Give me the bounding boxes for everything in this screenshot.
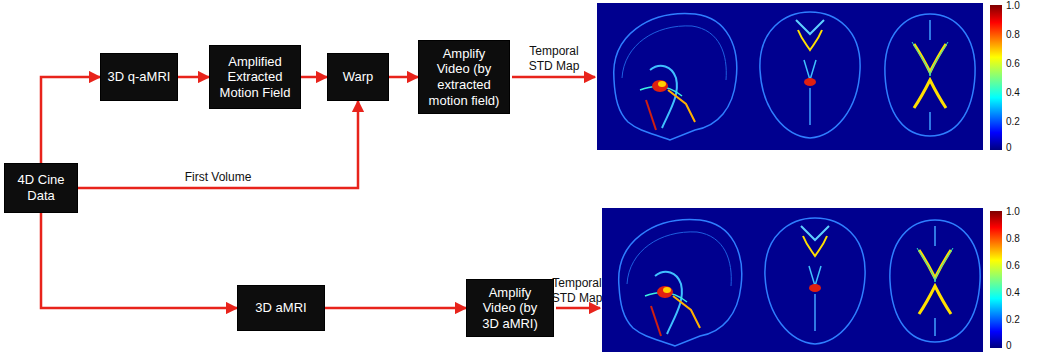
flow-arrow — [78, 101, 358, 188]
flow-arrow — [178, 76, 209, 79]
brain-map — [597, 3, 983, 150]
brain-slices — [614, 12, 975, 140]
process-box: Amplify Video (by extracted motion field… — [418, 40, 510, 114]
brain-map — [602, 208, 983, 352]
colorbar-tick: 0.2 — [1006, 314, 1020, 326]
box-text: 3D aMRI — [238, 296, 324, 320]
colorbar-tick: 0 — [1006, 142, 1012, 154]
colorbar-tick: 0.8 — [1006, 29, 1020, 41]
box-text: Amplify Video (by extracted motion field… — [419, 42, 509, 112]
colorbar-tick: 1.0 — [1006, 0, 1020, 12]
colorbar-tick: 1.0 — [1006, 206, 1020, 218]
colorbar-tick: 0.8 — [1006, 233, 1020, 245]
brain-slices — [619, 218, 980, 346]
edge-label: First Volume — [183, 170, 254, 184]
box-text: Warp — [328, 65, 388, 89]
colorbar-tick: 0.4 — [1006, 287, 1020, 299]
box-text: 4D Cine Data — [5, 168, 77, 207]
colorbar-tick: 0.2 — [1006, 116, 1020, 128]
colorbar — [990, 5, 1002, 150]
colorbar-tick: 0.4 — [1006, 87, 1020, 99]
flow-arrow — [41, 213, 237, 308]
flow-arrow — [41, 77, 100, 163]
flow-arrow — [325, 307, 466, 310]
process-box: Amplified Extracted Motion Field — [209, 45, 301, 109]
colorbar-tick: 0.6 — [1006, 260, 1020, 272]
step-label: Temporal STD Map — [548, 276, 606, 306]
process-box: Amplify Video (by 3D aMRI) — [466, 279, 554, 338]
process-box: 4D Cine Data — [4, 163, 78, 213]
flow-arrow — [301, 76, 327, 79]
output-arrow — [512, 76, 595, 79]
output-arrow — [556, 307, 600, 310]
process-box: Warp — [327, 53, 389, 101]
colorbar-tick: 0 — [1006, 340, 1012, 352]
colorbar — [990, 211, 1002, 348]
colorbar-tick: 0.6 — [1006, 58, 1020, 70]
flow-arrow — [389, 76, 418, 79]
box-text: 3D q-aMRI — [101, 65, 177, 89]
process-box: 3D aMRI — [237, 285, 325, 331]
step-label: Temporal STD Map — [524, 44, 584, 74]
process-box: 3D q-aMRI — [100, 53, 178, 101]
box-text: Amplified Extracted Motion Field — [210, 50, 300, 105]
box-text: Amplify Video (by 3D aMRI) — [467, 281, 553, 336]
